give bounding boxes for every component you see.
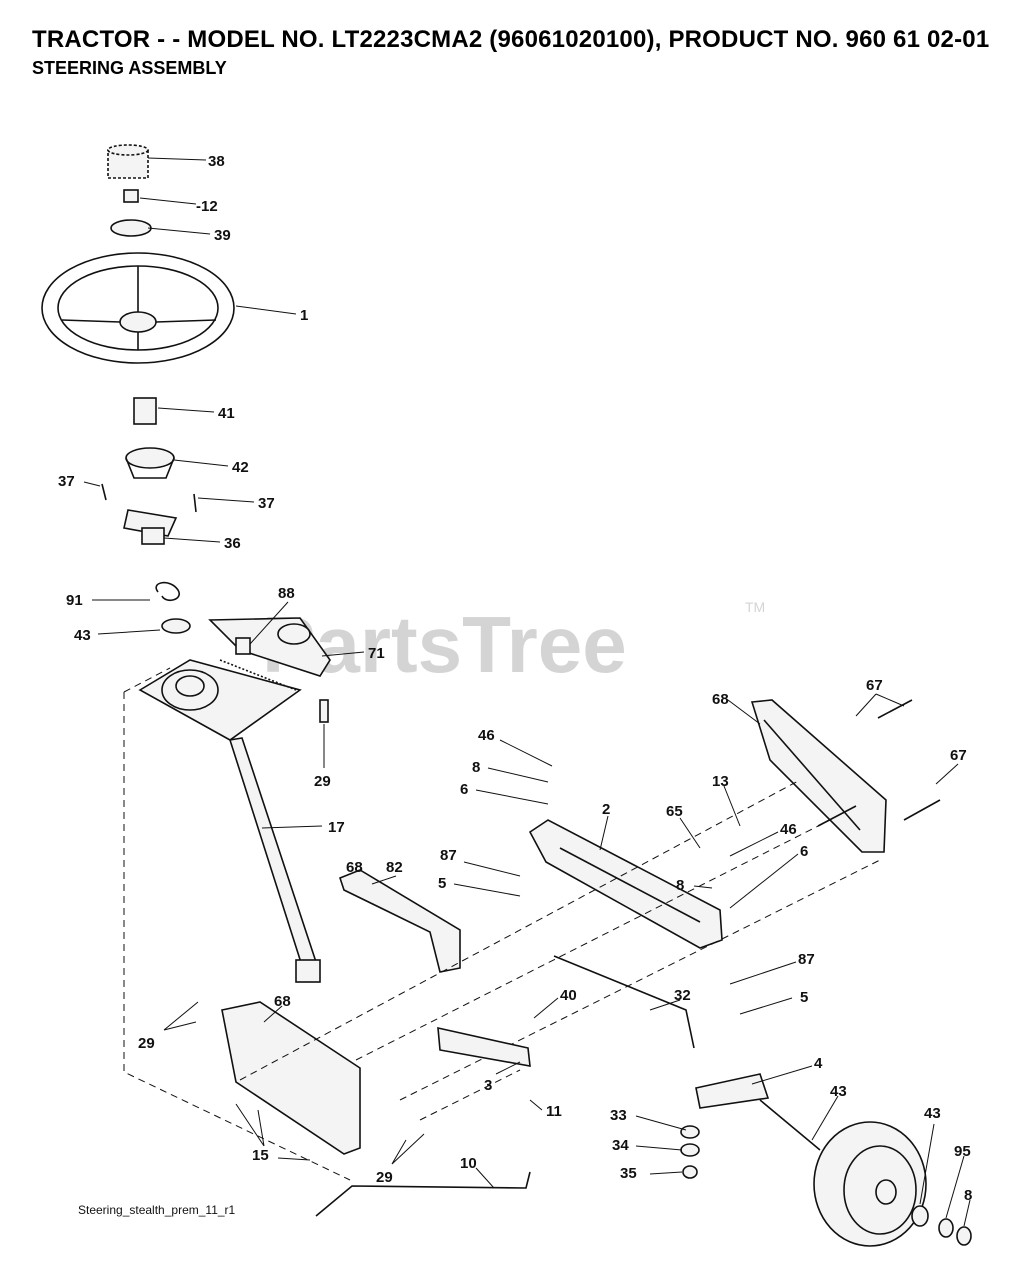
callout-label: 87 — [440, 847, 457, 864]
watermark: PartsTree — [262, 600, 627, 689]
callout-label: 34 — [612, 1137, 629, 1154]
part-washer — [110, 219, 152, 237]
callout-label: 38 — [208, 153, 225, 170]
page-title: TRACTOR - - MODEL NO. LT2223CMA2 (960610… — [32, 26, 990, 53]
callout-label: 36 — [224, 535, 241, 552]
callout-label: 37 — [58, 473, 75, 490]
callout-label: 11 — [546, 1103, 562, 1120]
callout-label: 5 — [438, 875, 446, 892]
callout-label: 46 — [780, 821, 797, 838]
part-cap — [107, 144, 149, 179]
part-steering-wheel — [41, 252, 235, 364]
part-adapter — [133, 397, 157, 425]
callout-label: 8 — [676, 877, 684, 894]
part-bracket-3 — [437, 1026, 531, 1067]
part-bushing — [125, 447, 175, 479]
callout-label: 43 — [830, 1083, 847, 1100]
callout-label: 13 — [712, 773, 729, 790]
part-front-wheel — [813, 1121, 927, 1247]
part-plate — [339, 869, 461, 973]
callout-label: -12 — [196, 198, 218, 215]
part-bolts-67 — [817, 699, 941, 827]
callout-label: 71 — [368, 645, 385, 662]
callout-label: 43 — [74, 627, 91, 644]
part-bolts — [101, 483, 197, 513]
part-tie-rod — [315, 1171, 531, 1217]
callout-label: 29 — [314, 773, 331, 790]
part-sector-gear — [208, 617, 331, 677]
callout-leaders — [83, 157, 971, 1227]
part-axle-bracket — [528, 819, 723, 949]
watermark-trademark: TM — [745, 599, 765, 615]
callout-label: 15 — [252, 1147, 269, 1164]
part-drag-link — [553, 955, 695, 1049]
outline-dashed — [123, 667, 351, 1181]
page-subtitle: STEERING ASSEMBLY — [32, 58, 227, 78]
callout-label: 46 — [478, 727, 495, 744]
callout-label: 82 — [386, 859, 403, 876]
callout-label: 2 — [602, 801, 610, 818]
part-washers — [680, 1125, 972, 1246]
part-bracket-68-right — [750, 699, 887, 853]
callout-label: 68 — [712, 691, 729, 708]
callout-label: 6 — [800, 843, 808, 860]
callout-label: 68 — [274, 993, 291, 1010]
callout-label: 29 — [138, 1035, 155, 1052]
callout-label: 67 — [866, 677, 883, 694]
callout-label: 87 — [798, 951, 815, 968]
callout-label: 17 — [328, 819, 345, 836]
callout-label: 33 — [610, 1107, 627, 1124]
callout-label: 65 — [666, 803, 683, 820]
part-bracket-68-left — [221, 1001, 361, 1155]
callout-label: 39 — [214, 227, 231, 244]
callout-label: 8 — [964, 1187, 972, 1204]
callout-label: 4 — [814, 1055, 823, 1072]
part-spindle — [695, 1073, 821, 1151]
frame-dashed-lines — [239, 779, 881, 1121]
callout-label: 95 — [954, 1143, 971, 1160]
callout-label: 68 — [346, 859, 363, 876]
callout-label: 67 — [950, 747, 967, 764]
callout-label: 40 — [560, 987, 577, 1004]
part-washer-43 — [161, 618, 191, 634]
figure-id: Steering_stealth_prem_11_r1 — [78, 1203, 236, 1217]
part-clip — [155, 581, 180, 602]
callout-label: 35 — [620, 1165, 637, 1182]
part-steering-shaft — [228, 737, 321, 983]
callout-label: 1 — [300, 307, 308, 324]
callout-label: 32 — [674, 987, 691, 1004]
callout-label: 41 — [218, 405, 235, 422]
callout-label: 88 — [278, 585, 295, 602]
part-steering-bracket — [123, 509, 178, 545]
callout-label: 42 — [232, 459, 249, 476]
part-steering-gear-plate — [138, 659, 302, 741]
callout-label: 3 — [484, 1077, 492, 1094]
part-bolt-29 — [319, 699, 329, 723]
callout-label: 5 — [800, 989, 808, 1006]
callout-label: 29 — [376, 1169, 393, 1186]
part-nut — [123, 189, 139, 203]
callout-label: 37 — [258, 495, 275, 512]
callout-label: 91 — [66, 592, 83, 609]
callout-label: 6 — [460, 781, 468, 798]
callout-labels: 38 -12 39 1 41 42 37 37 36 91 88 43 71 2… — [58, 153, 972, 1204]
callout-label: 43 — [924, 1105, 941, 1122]
callout-label: 10 — [460, 1155, 477, 1172]
callout-label: 8 — [472, 759, 480, 776]
